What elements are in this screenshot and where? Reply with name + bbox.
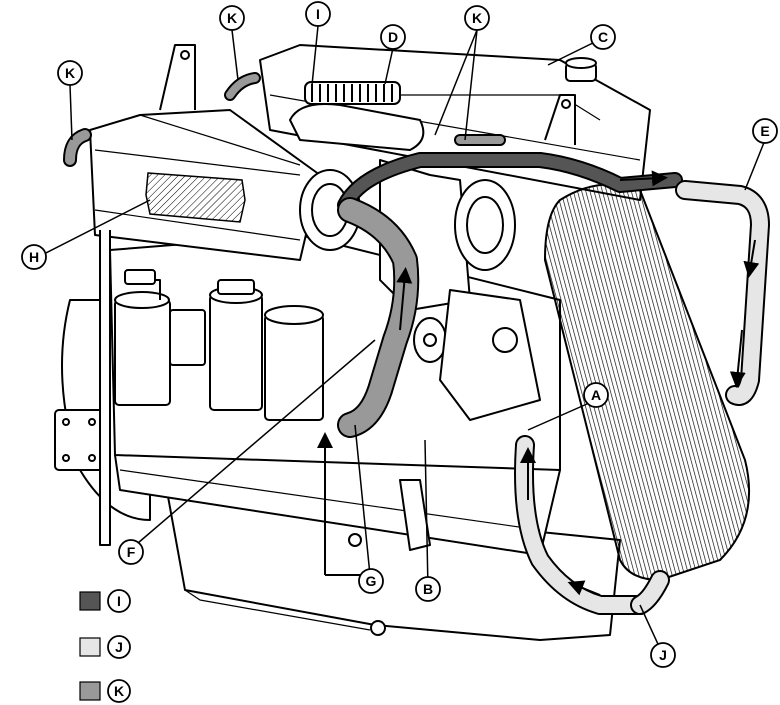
legend-item-j: J: [79, 635, 131, 659]
callout-f: F: [118, 539, 144, 565]
legend-label-i: I: [117, 593, 121, 609]
cooled-air-path: [514, 180, 770, 615]
corrugated-hose-d: [311, 84, 393, 102]
hot-air-path: [337, 152, 683, 213]
callout-g-label: G: [366, 573, 377, 589]
legend-swatch-j: [79, 637, 101, 657]
label-plate: [145, 172, 246, 223]
callout-a: A: [583, 382, 609, 408]
engine-illustration: [54, 44, 651, 641]
callout-k-top-label: K: [227, 10, 237, 26]
callout-d: D: [380, 24, 406, 50]
flow-arrows: [317, 170, 760, 596]
callout-k-left: K: [57, 60, 83, 86]
callout-j: J: [650, 642, 676, 668]
callout-e-label: E: [760, 123, 769, 139]
callout-k-left-label: K: [65, 65, 75, 81]
callout-j-label: J: [659, 647, 667, 663]
callout-d-label: D: [388, 29, 398, 45]
legend-item-k: K: [79, 679, 131, 703]
callout-k-right-label: K: [472, 10, 482, 26]
callout-e: E: [752, 118, 778, 144]
callout-k-top: K: [219, 5, 245, 31]
fuel-filters: [114, 269, 324, 421]
callout-g: G: [358, 568, 384, 594]
legend: I J K: [79, 589, 131, 703]
callout-f-label: F: [127, 544, 136, 560]
leader-lines: [37, 25, 766, 656]
callout-i: I: [305, 1, 331, 27]
callout-h-label: H: [29, 249, 39, 265]
intake-air-path: [63, 72, 506, 438]
legend-item-i: I: [79, 589, 131, 613]
callout-a-label: A: [591, 387, 601, 403]
legend-swatch-i: [79, 591, 101, 611]
callout-i-label: I: [316, 6, 320, 22]
callout-h: H: [21, 244, 47, 270]
callout-c-label: C: [598, 29, 608, 45]
legend-swatch-k: [79, 681, 101, 701]
charge-air-cooler: [543, 183, 751, 582]
legend-label-k: K: [114, 683, 124, 699]
callout-k-right: K: [464, 5, 490, 31]
legend-label-j: J: [115, 639, 123, 655]
callout-c: C: [590, 24, 616, 50]
callout-b-label: B: [423, 581, 433, 597]
callout-b: B: [415, 576, 441, 602]
